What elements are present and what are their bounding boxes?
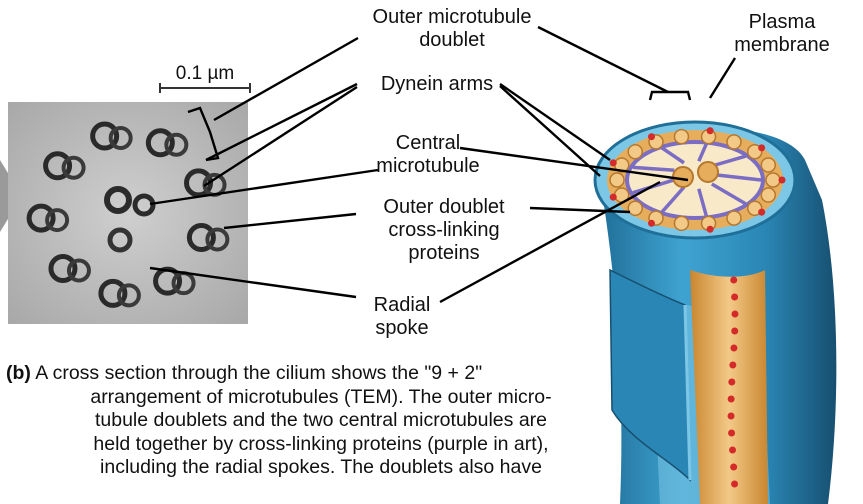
label-outer-microtubule-doublet: Outer microtubule doublet [362, 6, 542, 52]
label-crosslink-line3: proteins [354, 242, 534, 265]
label-cross-linking-proteins: Outer doublet cross-linking proteins [354, 196, 534, 265]
figure-caption: (b) A cross section through the cilium s… [6, 362, 616, 480]
label-radial-line1: Radial [352, 294, 452, 317]
label-outer-doublet-line1: Outer microtubule [362, 6, 542, 29]
leader-outer-doublet-tem [214, 38, 358, 120]
caption-panel-letter: (b) [6, 362, 31, 384]
label-crosslink-line2: cross-linking [354, 219, 534, 242]
caption-line-5: including the radial spokes. The doublet… [6, 456, 616, 480]
leader-plasma-membrane [710, 58, 735, 98]
label-dynein-arms: Dynein arms [362, 73, 512, 96]
label-central-line1: Central [358, 132, 498, 155]
label-central-microtubule: Central microtubule [358, 132, 498, 178]
label-plasma-membrane: Plasma membrane [722, 11, 842, 57]
label-plasma-line1: Plasma [722, 11, 842, 34]
label-plasma-line2: membrane [722, 34, 842, 57]
label-central-line2: microtubule [358, 155, 498, 178]
label-crosslink-line1: Outer doublet [354, 196, 534, 219]
caption-line-4: held together by cross-linking proteins … [6, 433, 616, 457]
label-outer-doublet-line2: doublet [362, 29, 542, 52]
leader-outer-doublet-art [538, 27, 668, 92]
caption-line-2: arrangement of microtubules (TEM). The o… [6, 386, 616, 410]
art-doublet-bracket [650, 92, 690, 100]
label-radial-spoke: Radial spoke [352, 294, 452, 340]
caption-line-3: tubule doublets and the two central micr… [6, 409, 616, 433]
label-radial-line2: spoke [352, 317, 452, 340]
caption-line-1: A cross section through the cilium shows… [35, 362, 482, 384]
tem-doublet-bracket [188, 108, 218, 160]
